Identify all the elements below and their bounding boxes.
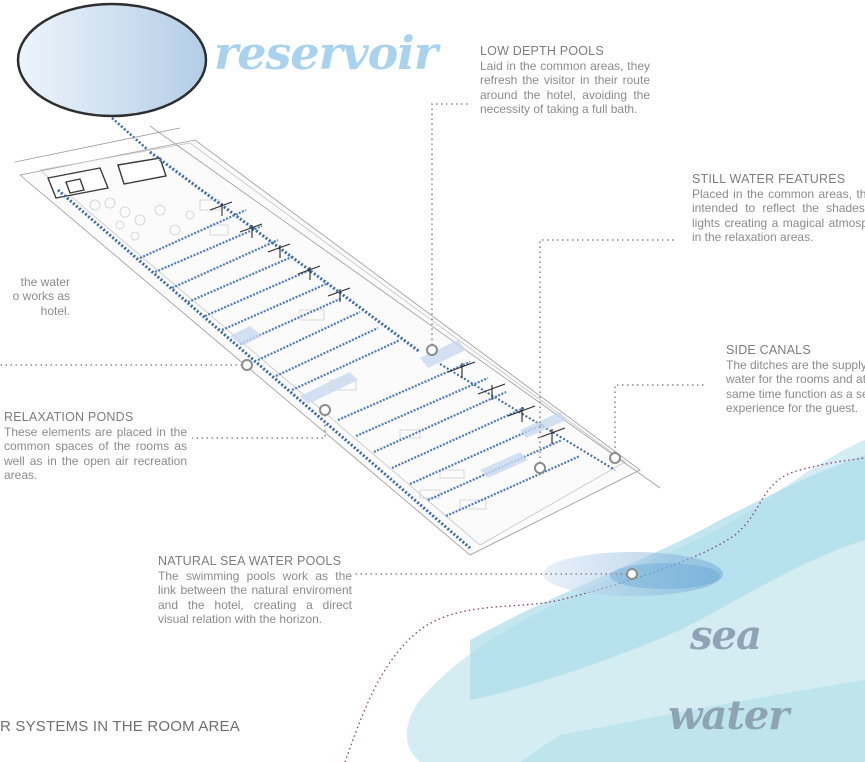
leader-low-depth [431,103,468,350]
plan-furniture [89,197,487,510]
sea-word: sea [690,612,762,659]
room-area-plan [14,125,661,556]
note-heading: STILL WATER FEATURES [692,172,846,186]
note-left-cut: the water o works as hotel. [0,260,70,333]
marker-circles [241,344,638,580]
building-blocks [47,157,167,199]
side-canal-right [149,150,421,354]
note-text: The ditches are the supply of the water … [726,357,865,416]
marker-side-canals [609,452,621,464]
side-canal-left [57,188,471,550]
marker-still-water [534,462,546,474]
water-word: water [668,692,789,739]
note-heading: LOW DEPTH POOLS [480,44,604,58]
section-caption: R SYSTEMS IN THE ROOM AREA [0,718,240,735]
leader-lines [0,103,705,575]
note-natural-sea-water-pools: NATURAL SEA WATER POOLS The swimming poo… [158,554,352,627]
reservoir-feed-line [111,117,149,151]
note-heading: NATURAL SEA WATER POOLS [158,554,342,568]
marker-left-cut [241,359,253,371]
note-low-depth-pools: LOW DEPTH POOLS Laid in the common areas… [480,44,650,117]
railing-marks [209,201,566,444]
marker-relaxation [319,404,331,416]
room-pools [230,326,566,478]
note-text: Laid in the common areas, they refresh t… [480,58,650,117]
note-text: These elements are placed in the common … [4,424,187,483]
note-text: Placed in the common areas, they're inte… [692,186,865,245]
reservoir-shape [16,2,208,118]
note-text: the water o works as hotel. [12,274,70,318]
note-heading: SIDE CANALS [726,343,811,357]
leader-still-water [539,239,676,468]
reservoir-word: reservoir [214,26,438,80]
note-text: The swimming pools work as the link betw… [158,568,352,627]
marker-natural-pools [626,568,638,580]
marker-low-depth [426,344,438,356]
leader-side-canals [614,384,705,458]
note-relaxation-ponds: RELAXATION PONDS These elements are plac… [4,410,187,483]
note-still-water-features: STILL WATER FEATURES Placed in the commo… [692,172,865,245]
note-heading: RELAXATION PONDS [4,410,134,424]
note-side-canals: SIDE CANALS The ditches are the supply o… [726,343,865,416]
